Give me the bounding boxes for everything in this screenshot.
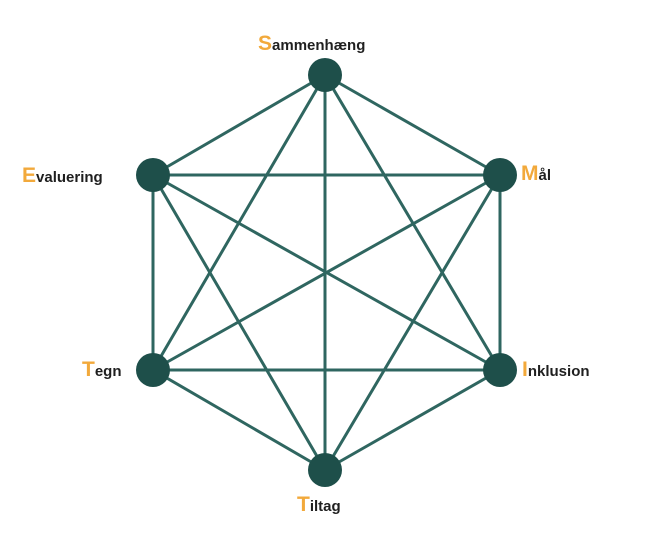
label-maal: Mål	[521, 162, 551, 185]
label-tegn: Tegn	[82, 358, 122, 381]
edge-inklusion-tiltag	[323, 368, 502, 472]
label-evaluering-rest: valuering	[36, 169, 103, 186]
label-evaluering: Evaluering	[22, 164, 103, 187]
label-sammenhaeng-initial: S	[258, 32, 272, 55]
label-sammenhaeng-rest: ammenhæng	[272, 37, 365, 54]
label-tegn-rest: egn	[95, 363, 122, 380]
edge-tiltag-evaluering	[151, 173, 327, 472]
edge-sammenhaeng-evaluering	[151, 73, 327, 177]
label-evaluering-initial: E	[22, 164, 36, 187]
edge-inklusion-evaluering	[151, 173, 502, 372]
node-evaluering	[136, 158, 170, 192]
edge-layer	[151, 73, 502, 472]
node-sammenhaeng	[308, 58, 342, 92]
node-maal	[483, 158, 517, 192]
edge-tiltag-tegn	[151, 368, 327, 472]
node-tiltag	[308, 453, 342, 487]
label-inklusion-rest: nklusion	[528, 363, 590, 380]
edge-sammenhaeng-maal	[323, 73, 502, 177]
label-maal-initial: M	[521, 162, 539, 185]
node-layer	[136, 58, 517, 487]
label-inklusion-initial: I	[522, 358, 528, 381]
label-inklusion: Inklusion	[522, 358, 590, 381]
label-tiltag-rest: iltag	[310, 498, 341, 515]
node-inklusion	[483, 353, 517, 387]
label-tiltag: Tiltag	[297, 493, 341, 516]
label-tiltag-initial: T	[297, 493, 310, 516]
label-maal-rest: ål	[539, 167, 552, 184]
node-tegn	[136, 353, 170, 387]
label-tegn-initial: T	[82, 358, 95, 381]
label-sammenhaeng: Sammenhæng	[258, 32, 365, 55]
